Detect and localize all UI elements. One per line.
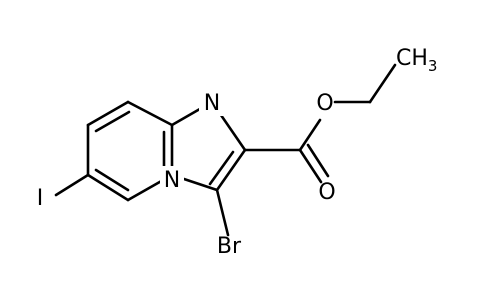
bond-c5-c6 <box>86 173 130 202</box>
pyridine-ring <box>86 100 174 202</box>
bond-carbonyl-o-a <box>298 148 323 184</box>
double-bond-inner-c5-c6 <box>94 168 130 192</box>
bond-c2-c3 <box>215 148 247 192</box>
double-bond-inner-c2-c3 <box>208 150 235 186</box>
bond-carbonyl-ester-o <box>298 118 322 152</box>
methyl-group-label: CH3 <box>396 46 437 75</box>
atom-iodine: I <box>37 186 44 211</box>
atom-n-imidazole: N <box>204 91 220 116</box>
atom-n-bridgehead: N <box>164 168 180 193</box>
bond-ch2-ch3 <box>368 63 397 104</box>
bond-carbonyl-o-b <box>306 143 330 178</box>
atom-carbonyl-oxygen: O <box>318 180 335 205</box>
atom-ester-oxygen: O <box>316 91 333 116</box>
label-bg-n1 <box>199 88 225 116</box>
methyl-main-text: CH <box>396 46 428 71</box>
double-bond-inner-c7-c8 <box>94 110 131 133</box>
label-bg-n4 <box>160 166 184 192</box>
bond-c7-c8 <box>86 100 130 127</box>
bond-c6-iodine <box>54 173 90 197</box>
bond-c8-c8a <box>126 100 174 127</box>
atom-bromine: Br <box>217 234 242 259</box>
atom-labels: N N Br I O O CH3 <box>37 46 438 259</box>
bond-c3-bromine <box>215 188 230 237</box>
substituents <box>54 63 397 237</box>
methyl-subscript: 3 <box>428 57 438 75</box>
